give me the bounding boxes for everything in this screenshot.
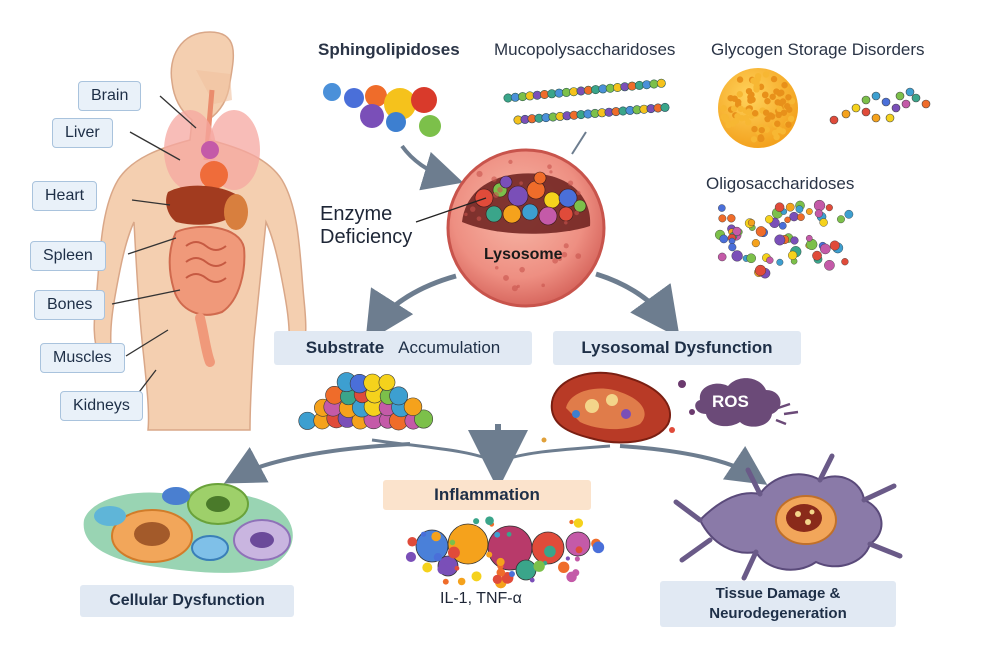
glycogen-granule bbox=[718, 68, 798, 148]
category-oligosaccharidoses: Oligosaccharidoses bbox=[706, 174, 855, 193]
organ-label-heart: Heart bbox=[32, 181, 98, 211]
arrow-sphingo-to-lysosome bbox=[400, 144, 464, 191]
lysosomal-dysfunction-box: Lysosomal Dysfunction bbox=[553, 331, 801, 365]
organ-label-brain: Brain bbox=[78, 81, 142, 111]
tissue-damage-line1: Tissue Damage & bbox=[715, 585, 841, 602]
organ-label-muscles: Muscles bbox=[40, 343, 125, 373]
arrow-mucopoly-to-lysosome bbox=[571, 131, 587, 155]
inflammation-box: Inflammation bbox=[383, 480, 591, 510]
tissue-damage-box: Tissue Damage & Neurodegeneration bbox=[660, 581, 896, 627]
organ-leader-lines bbox=[111, 95, 197, 405]
organ-label-liver: Liver bbox=[52, 118, 113, 148]
substrate-word: Substrate bbox=[305, 338, 385, 357]
substrate-accumulation-box: Substrate Accumulation bbox=[274, 331, 532, 365]
human-body-figure bbox=[93, 31, 307, 431]
enzyme-label-line2: Deficiency bbox=[320, 226, 413, 248]
organ-label-bones: Bones bbox=[34, 290, 106, 320]
lysosome-organelle bbox=[446, 148, 606, 308]
arrow-to-lysosomal-dysfunction bbox=[595, 271, 680, 339]
glycogen-chain bbox=[829, 87, 931, 125]
mucopolysaccharide-chains bbox=[503, 78, 670, 125]
organ-label-spleen: Spleen bbox=[30, 241, 106, 271]
organ-label-kidneys: Kidneys bbox=[60, 391, 143, 421]
tissue-damage-line2: Neurodegeneration bbox=[709, 605, 847, 622]
ros-label: ROS bbox=[712, 392, 749, 411]
damaged-neuron bbox=[673, 453, 903, 581]
dysfunctional-cells bbox=[83, 483, 293, 573]
accumulated-substrate-pile bbox=[298, 372, 434, 431]
sphingolipid-molecules bbox=[323, 83, 441, 137]
converging-arrows bbox=[223, 424, 768, 490]
cellular-dysfunction-box: Cellular Dysfunction bbox=[80, 585, 294, 617]
category-mucopolysaccharidoses: Mucopolysaccharidoses bbox=[494, 40, 676, 59]
accumulation-word: Accumulation bbox=[398, 338, 501, 357]
category-sphingolipidoses: Sphingolipidoses bbox=[318, 40, 460, 59]
category-glycogen-storage-disorders: Glycogen Storage Disorders bbox=[711, 40, 925, 59]
damaged-lysosome bbox=[541, 371, 695, 444]
enzyme-deficiency-label: Enzyme Deficiency bbox=[320, 203, 412, 249]
enzyme-label-line1: Enzyme bbox=[320, 203, 393, 225]
lysosome-label: Lysosome bbox=[484, 246, 563, 263]
cytokines-label: IL-1, TNF-α bbox=[440, 590, 522, 607]
enzyme-pointer-line bbox=[415, 197, 487, 223]
ros-cloud bbox=[695, 378, 799, 427]
arrow-to-substrate-accumulation bbox=[365, 273, 457, 343]
oligosaccharide-cluster bbox=[714, 199, 854, 279]
inflammatory-cells bbox=[405, 516, 605, 589]
